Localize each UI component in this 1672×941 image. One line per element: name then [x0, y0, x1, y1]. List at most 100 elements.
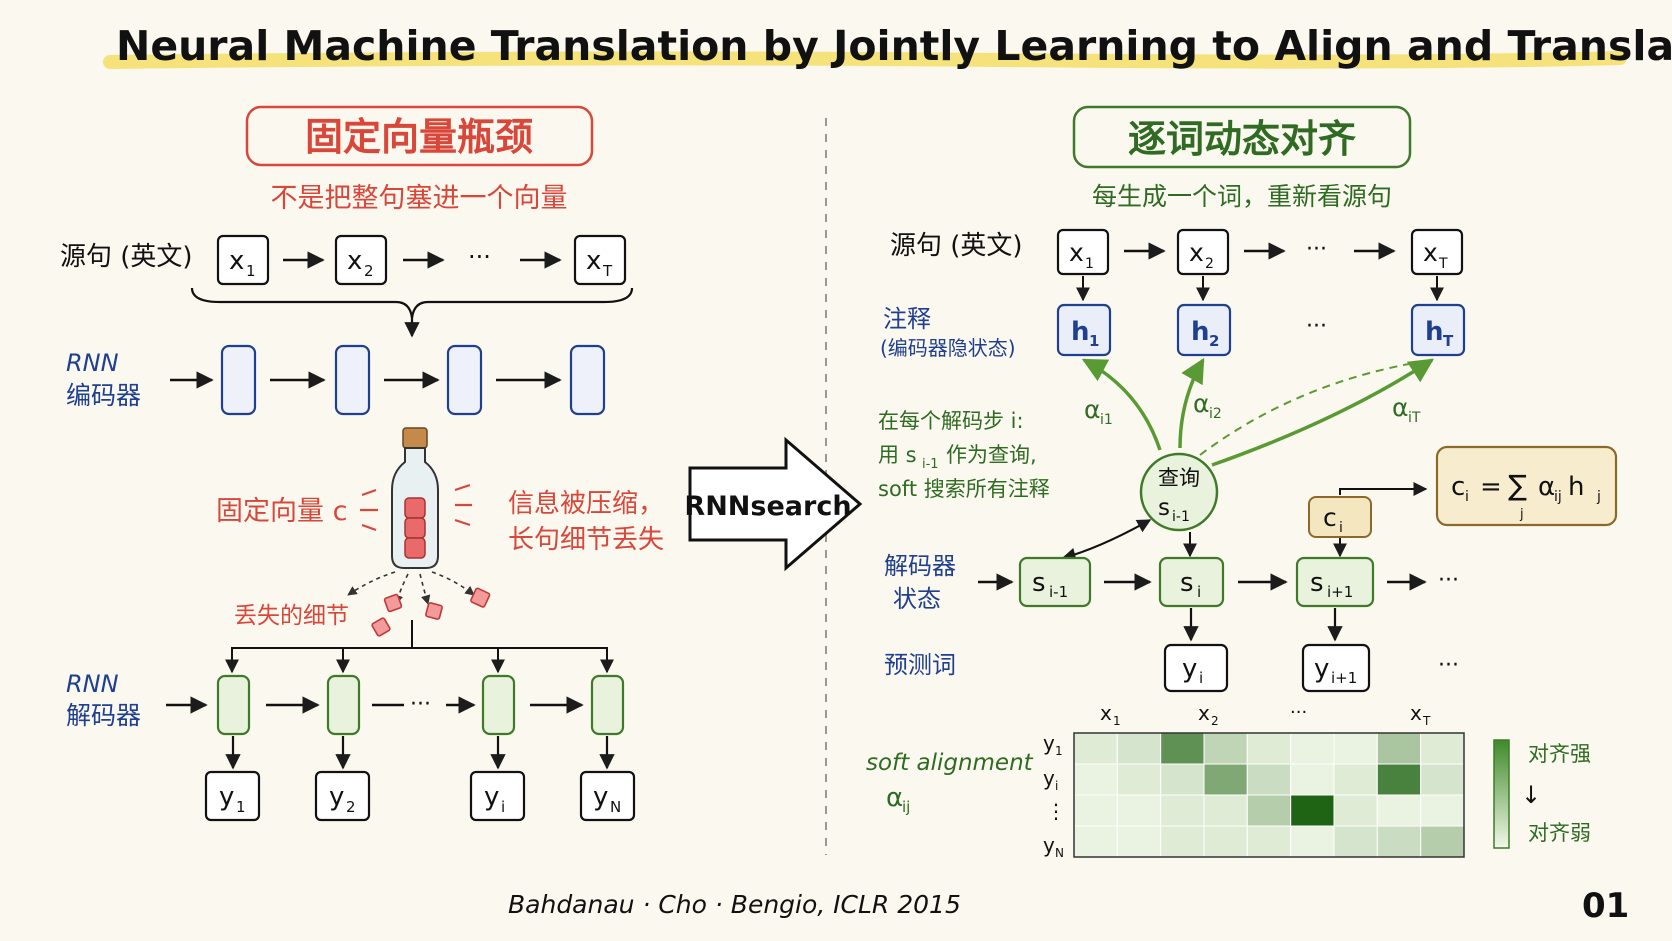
heat-col-x1: x 1 [1100, 701, 1121, 728]
annotation-hT: h T [1410, 303, 1466, 357]
attention-curve-2 [1178, 357, 1205, 449]
context-ci: c i [1308, 496, 1372, 538]
left-source-label: 源句 (英文) [60, 242, 193, 272]
heat-row-yN: y N [1043, 833, 1064, 860]
right-token-x2: x 2 [1176, 228, 1230, 276]
svg-text:x: x [1410, 701, 1422, 725]
left-subtitle: 不是把整句塞进一个向量 [271, 183, 568, 214]
heatmap-cell [1420, 794, 1465, 827]
svg-text:α: α [1538, 472, 1555, 502]
svg-text:i: i [1055, 779, 1058, 793]
alpha-i2-label: α i2 [1193, 389, 1222, 422]
svg-text:i: i [1339, 520, 1343, 536]
heatmap-cell [1073, 732, 1118, 765]
heatmap-cell [1290, 763, 1335, 796]
svg-text:s: s [1310, 568, 1324, 598]
svg-text:c: c [1451, 472, 1465, 502]
rnnsearch-arrow: RNNsearch [684, 436, 863, 572]
heatmap-cell [1073, 763, 1118, 796]
soft-alignment-label: soft alignment [866, 750, 1034, 776]
svg-text:x: x [586, 246, 601, 276]
right-token-ellipsis: ··· [1306, 237, 1327, 262]
left-title-box [245, 105, 594, 167]
heatmap-cell [1073, 794, 1118, 827]
svg-text:N: N [610, 798, 621, 816]
heatmap-cell [1160, 825, 1205, 858]
svg-text:x: x [347, 246, 362, 276]
svg-text:i-1: i-1 [1049, 583, 1068, 601]
heatmap-cell [1246, 794, 1292, 827]
svg-text:作为查询,: 作为查询, [946, 443, 1037, 467]
annotation-ellipsis: ··· [1306, 314, 1327, 339]
legend-arrow: ↓ [1521, 781, 1541, 809]
svg-text:y: y [1182, 654, 1197, 684]
decoder-state-next: s i+1 [1295, 556, 1375, 608]
svg-text:2: 2 [346, 798, 356, 816]
svg-text:=: = [1480, 472, 1502, 502]
decoder-ellipsis: ··· [410, 692, 431, 717]
svg-text:α: α [886, 783, 903, 813]
heatmap-cell [1333, 794, 1378, 827]
lost-detail-fragments [371, 587, 491, 637]
svg-text:α: α [1392, 393, 1408, 422]
svg-text:x: x [229, 246, 244, 276]
step-text-1: 在每个解码步 i: [878, 409, 1024, 433]
heatmap-cell [1160, 794, 1205, 827]
svg-text:α: α [1193, 389, 1209, 418]
svg-text:i: i [1465, 489, 1469, 505]
heatmap-cell [1116, 825, 1162, 858]
svg-text:1: 1 [1085, 256, 1094, 272]
heatmap-cell [1376, 732, 1422, 765]
left-output-yN: y N [579, 770, 636, 822]
lost-detail-arrows [347, 571, 475, 605]
left-decoder-label-1: RNN [66, 670, 119, 698]
decoder-cell-3 [481, 674, 516, 736]
annotation-label-2: (编码器隐状态) [880, 336, 1016, 360]
dec-state-ellipsis: ··· [1438, 568, 1459, 593]
svg-text:j: j [1519, 507, 1524, 522]
left-output-y1: y 1 [204, 770, 261, 822]
heatmap-cell [1376, 794, 1422, 827]
heatmap-cell [1376, 825, 1422, 858]
svg-text:ij: ij [902, 798, 910, 816]
svg-text:iT: iT [1408, 410, 1421, 426]
prediction-ellipsis: ··· [1438, 653, 1459, 678]
heatmap-cell [1203, 763, 1248, 796]
svg-text:用 s: 用 s [878, 443, 917, 467]
alpha-i1-label: α i1 [1084, 395, 1113, 428]
svg-text:1: 1 [1113, 714, 1121, 728]
left-output-yi: y i [469, 770, 526, 822]
svg-text:j: j [1596, 489, 1601, 505]
title-highlight [103, 51, 1627, 69]
page-number: 01 [1582, 886, 1629, 926]
svg-text:s: s [1180, 568, 1194, 598]
svg-text:1: 1 [1055, 744, 1063, 758]
svg-text:T: T [602, 262, 613, 280]
heatmap-cell [1376, 763, 1422, 796]
svg-text:1: 1 [1089, 332, 1099, 350]
heatmap-cell [1246, 763, 1292, 796]
svg-text:i+1: i+1 [1331, 669, 1357, 687]
legend-gradient [1493, 739, 1510, 849]
alpha-iT-label: α iT [1392, 393, 1421, 426]
left-token-x1: x 1 [216, 234, 270, 286]
svg-text:查询: 查询 [1158, 466, 1200, 490]
fixed-vector-label: 固定向量 c [216, 496, 347, 527]
svg-text:2: 2 [364, 262, 374, 280]
left-encoder-label-1: RNN [66, 349, 119, 377]
decoder-cell-2 [326, 674, 361, 736]
right-title-box [1072, 105, 1412, 169]
context-formula: c i = ∑ j α ij h j [1435, 445, 1618, 527]
encoder-cell-1 [220, 344, 257, 416]
svg-text:s: s [1158, 495, 1170, 521]
heatmap-cell [1246, 732, 1292, 765]
soft-alignment-alpha: α ij [886, 783, 910, 816]
heatmap-cell [1333, 825, 1378, 858]
right-decoder-label-1: 解码器 [884, 552, 956, 580]
legend-strong: 对齐强 [1528, 742, 1591, 766]
svg-text:y: y [1043, 766, 1055, 790]
predict-label: 预测词 [884, 651, 956, 679]
decoder-cell-1 [216, 674, 251, 736]
heat-row-y1: y 1 [1043, 731, 1063, 758]
